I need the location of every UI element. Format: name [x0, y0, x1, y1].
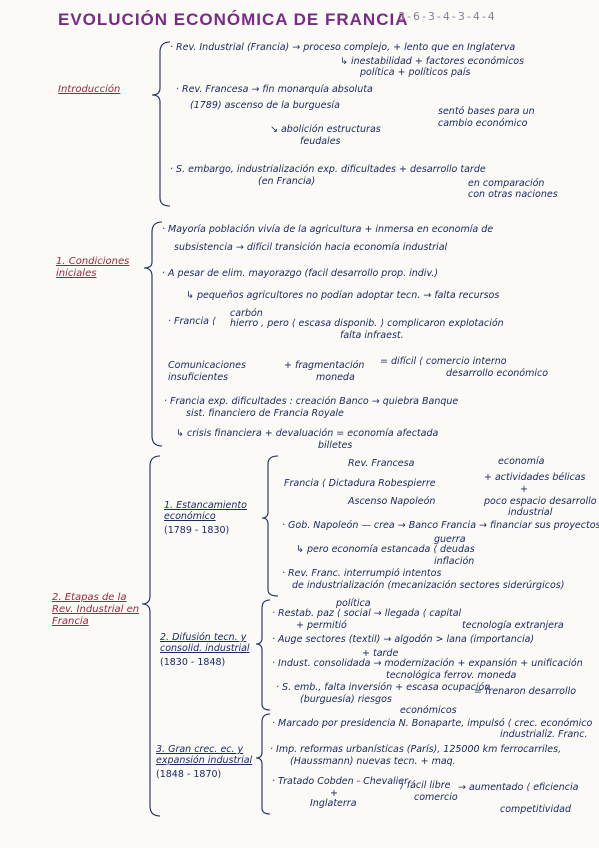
sub2-line-7: · Indust. consolidada → modernización + …	[272, 658, 583, 669]
etapa-1-label: 1. Estancamiento económico (1789 - 1830)	[164, 500, 264, 536]
sub2-line-9: · S. emb., falta inversión + escasa ocup…	[276, 682, 491, 693]
sub3-line-1: · Marcado por presidencia N. Bonaparte, …	[272, 718, 593, 729]
cond-bracket	[143, 221, 163, 447]
cond-line-11: + fragmentación	[284, 360, 365, 371]
cond-line-3: · A pesar de elim. mayorazgo (facil desa…	[162, 268, 439, 279]
intro-line-2: ↳ inestabilidad + factores económicos	[340, 56, 525, 67]
sub1-line-3: Ascenso Napoleón	[348, 496, 436, 507]
cond-line-13: = difícil ⟨ comercio interno	[380, 356, 507, 367]
intro-line-7: feudales	[300, 136, 341, 147]
sub2-line-8: tecnológica ferrov. moneda	[386, 670, 517, 681]
sub3-line-3: · Imp. reformas urbanísticas (París), 12…	[270, 744, 562, 755]
sub2-line-2: · Restab. paz ⟨ social → llegada ⟨ capit…	[272, 608, 462, 619]
etapa-2-title: 2. Difusión tecn. y consolid. industrial	[160, 632, 250, 654]
intro-line-11: (en Francia)	[258, 176, 316, 187]
etapa-3-dates: (1848 - 1870)	[156, 769, 222, 780]
sub1-line-7: poco espacio desarrollo	[484, 496, 597, 507]
etapa-2-dates: (1830 - 1848)	[160, 657, 226, 668]
section-label-etapas: 2. Etapas de la Rev. Industrial en Franc…	[52, 592, 140, 627]
intro-line-12: en comparación	[468, 178, 545, 189]
cond-line-2: subsistencia → difícil transición hacia …	[174, 242, 448, 253]
intro-line-1: · Rev. Industrial (Francia) → proceso co…	[170, 42, 516, 53]
cond-line-8: falta infraest.	[340, 330, 404, 341]
page-title: EVOLUCIÓN ECONÓMICA DE FRANCIA	[58, 10, 409, 29]
sub2-line-12: = frenaron desarrollo	[474, 686, 577, 697]
sub2-line-3: tecnología extranjera	[462, 620, 564, 631]
sub3-line-10: → aumentado ⟨ eficiencia	[458, 782, 579, 793]
sub3-bracket	[255, 713, 271, 815]
sub1-line-9: · Gob. Napoleón — crea → Banco Francia →…	[282, 520, 599, 531]
cond-line-1: · Mayoría población vivía de la agricult…	[162, 224, 494, 235]
intro-line-3: política + políticos país	[360, 67, 471, 78]
cond-line-14: desarrollo económico	[446, 368, 549, 379]
section-label-condiciones: 1. Condiciones iniciales	[56, 256, 130, 279]
sub1-line-10: guerra	[434, 534, 466, 545]
etapa-3-label: 3. Gran crec. ec. y expansión industrial…	[156, 744, 256, 780]
etapa-1-title: 1. Estancamiento económico	[164, 500, 247, 522]
sub2-line-11: económicos	[400, 705, 457, 716]
intro-line-13: con otras naciones	[468, 189, 558, 200]
sub3-line-7: Inglaterra	[310, 798, 357, 809]
page-sequence: 3-6-3-4-3-4-4	[398, 10, 497, 23]
sub2-bracket	[255, 599, 271, 711]
sub1-line-12: inflación	[434, 556, 475, 567]
cond-line-10: insuficientes	[168, 372, 229, 383]
cond-line-6: · Francia ⟨	[168, 316, 216, 327]
sub2-line-10: (burguesía) riesgos	[300, 694, 392, 705]
intro-line-8: sentó bases para un	[438, 106, 535, 117]
sub1-line-1: Rev. Francesa	[348, 458, 415, 469]
cond-line-4: ↳ pequeños agricultores no podían adopta…	[186, 290, 500, 301]
sub3-line-4: (Haussmann) nuevas tecn. + maq.	[290, 756, 456, 767]
section-label-introduccion: Introducción	[58, 84, 121, 95]
sub1-line-5: + actividades bélicas	[484, 472, 586, 483]
etapa-1-dates: (1789 - 1830)	[164, 525, 230, 536]
sub1-line-11: ↳ pero economía estancada ⟨ deudas	[296, 544, 475, 555]
sub3-line-9: comercio	[414, 792, 458, 803]
sub3-line-5: · Tratado Cobden - Chevalier	[272, 776, 409, 787]
sub1-line-2: Francia ⟨ Dictadura Robespierre	[284, 478, 436, 489]
sub3-line-6: +	[330, 788, 338, 799]
cond-line-17: ↳ crisis financiera + devaluación = econ…	[176, 428, 439, 439]
sub2-line-1: política	[336, 598, 371, 609]
etapa-3-title: 3. Gran crec. ec. y expansión industrial	[156, 744, 253, 766]
cond-line-18: billetes	[318, 440, 353, 451]
cond-line-9: Comunicaciones	[168, 360, 246, 371]
intro-line-4: · Rev. Francesa → fin monarquía absoluta	[176, 84, 373, 95]
cond-line-15: · Francia exp. dificultades : creación B…	[164, 396, 459, 407]
sub2-line-4: + permitió	[296, 620, 347, 631]
intro-line-10: · S. embargo, industrialización exp. dif…	[170, 164, 486, 175]
intro-line-5: (1789) ascenso de la burguesía	[190, 100, 340, 111]
sub1-line-4: economía	[498, 456, 545, 467]
sub2-line-5: · Auge sectores (textil) → algodón > lan…	[272, 634, 535, 645]
sub1-line-8: industrial	[508, 507, 553, 518]
cond-line-7: hierro , pero ⟨ escasa disponib. ⟩ compl…	[230, 318, 504, 329]
sub2-line-6: + tarde	[362, 648, 399, 659]
sub1-line-6: +	[520, 484, 528, 495]
intro-bracket	[151, 41, 171, 207]
sub1-line-13: · Rev. Franc. interrumpió intentos	[282, 568, 442, 579]
cond-line-16: sist. financiero de Francia Royale	[186, 408, 344, 419]
sub1-bracket	[261, 455, 279, 597]
cond-line-5: carbón	[230, 308, 263, 319]
sub1-line-14: de industrialización (mecanización secto…	[292, 580, 565, 591]
etapa-2-label: 2. Difusión tecn. y consolid. industrial…	[160, 632, 260, 668]
sub3-line-2: industrializ. Franc.	[500, 729, 588, 740]
sub3-line-8: ⟩ fácil libre	[400, 780, 451, 791]
etapas-bracket	[141, 455, 161, 817]
sub3-line-11: competitividad	[500, 804, 572, 815]
intro-line-6: ↘ abolición estructuras	[270, 124, 381, 135]
intro-line-9: cambio económico	[438, 118, 528, 129]
cond-line-12: moneda	[316, 372, 355, 383]
